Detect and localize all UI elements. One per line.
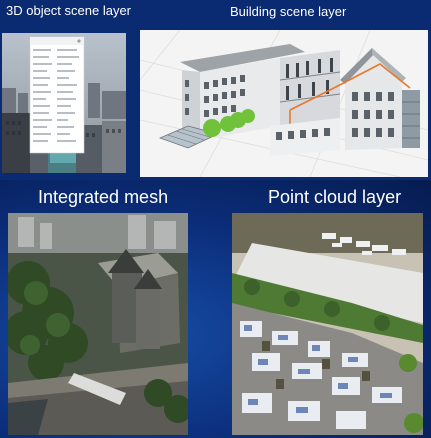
building-scene-image	[140, 30, 428, 177]
object-scene-image	[2, 33, 126, 173]
point-cloud-image	[232, 213, 423, 435]
integrated-mesh-title: Integrated mesh	[38, 187, 169, 207]
building-scene-layer-title: Building scene layer	[230, 4, 347, 19]
integrated-mesh-image	[8, 213, 188, 435]
attribute-popup-card	[29, 36, 85, 154]
object-scene-layer-title: 3D object scene layer	[6, 3, 132, 18]
point-cloud-layer-title: Point cloud layer	[268, 187, 402, 207]
